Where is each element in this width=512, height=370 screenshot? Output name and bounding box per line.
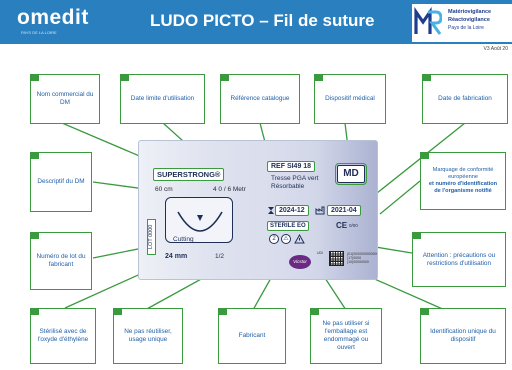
suture-length: 60 cm [155, 186, 173, 193]
suture-size: 4 0 / 6 Metr [213, 186, 246, 193]
mr-logo-icon [414, 6, 442, 35]
callout-lot: Numéro de lot du fabricant [29, 231, 92, 290]
callout-sterilise: Stérilisé avec de l'oxyde d'éthylène [29, 307, 96, 364]
needle-type: Cutting [173, 236, 194, 243]
callout-date-fabrication: Date de fabrication [421, 73, 508, 124]
version-label: V3 Août 20 [483, 46, 508, 52]
caution-icon [294, 234, 305, 244]
udi-label: UDI [317, 251, 324, 255]
callout-attention: Attention : précautions ou restrictions … [411, 231, 506, 287]
callout-reference: Référence catalogue [219, 73, 300, 124]
callout-ne-pas-reutiliser: Ne pas réutiliser, usage unique [112, 307, 183, 364]
sterile-eo-symbol: STERILE EO [267, 221, 309, 231]
udi-text: (01)0000000000000 (17)0000 (10)00000000 [347, 252, 378, 265]
material-description: Tresse PGA vert [271, 175, 319, 182]
logo-line-materiovigilance: Matériovigilance [448, 9, 492, 15]
materiovigilance-logo: Matériovigilance Réactovigilance Pays de… [412, 4, 512, 42]
callout-ne-pas-utiliser: Ne pas utiliser si l'emballage est endom… [309, 307, 382, 364]
header-banner: omedit PAYS DE LA LOIRE LUDO PICTO – Fil… [0, 0, 512, 44]
reference-number: REF SI49 18 [267, 161, 316, 172]
manufacture-date: 2021-04 [327, 205, 361, 216]
logo-line-region: Pays de la Loire [448, 25, 484, 31]
udi-barcode-icon [329, 251, 344, 266]
omedit-logo-subtitle: PAYS DE LA LOIRE [21, 30, 57, 35]
needle-ratio: 1/2 [215, 253, 225, 260]
needle-icon [177, 211, 223, 232]
logo-line-reactovigilance: Réactovigilance [448, 17, 490, 23]
callout-fabricant: Fabricant [217, 307, 286, 364]
absorbable-label: Résorbable [271, 183, 305, 190]
do-not-reuse-icon: 2 [269, 234, 279, 244]
medical-device-symbol: MD [335, 163, 367, 185]
callout-date-limite: Date limite d'utilisation [119, 73, 205, 124]
needle-size: 24 mm [165, 253, 188, 260]
damaged-package-icon: ⚠ [281, 234, 291, 244]
notified-body-number: 0/00 [349, 223, 358, 228]
page-title: LUDO PICTO – Fil de suture [150, 11, 375, 30]
manufacturer-logo: Vicstor [289, 255, 311, 269]
omedit-logo: omedit [17, 6, 89, 29]
hourglass-icon [268, 207, 274, 214]
lot-number: LOT 0000 [147, 219, 156, 255]
callout-dispositif-medical: Dispositif médical [313, 73, 386, 124]
factory-icon [315, 206, 325, 215]
callout-identification-unique: Identification unique du dispositif [419, 307, 506, 364]
callout-descriptif: Descriptif du DM [29, 151, 92, 212]
ce-mark: CE [336, 221, 348, 230]
needle-illustration [165, 197, 233, 243]
suture-package: SUPERSTRONG® 60 cm 4 0 / 6 Metr REF SI49… [138, 140, 378, 280]
expiry-date: 2024-12 [275, 205, 309, 216]
callout-nom-commercial: Nom commercial du DM [29, 73, 100, 124]
brand-name: SUPERSTRONG® [153, 168, 225, 181]
